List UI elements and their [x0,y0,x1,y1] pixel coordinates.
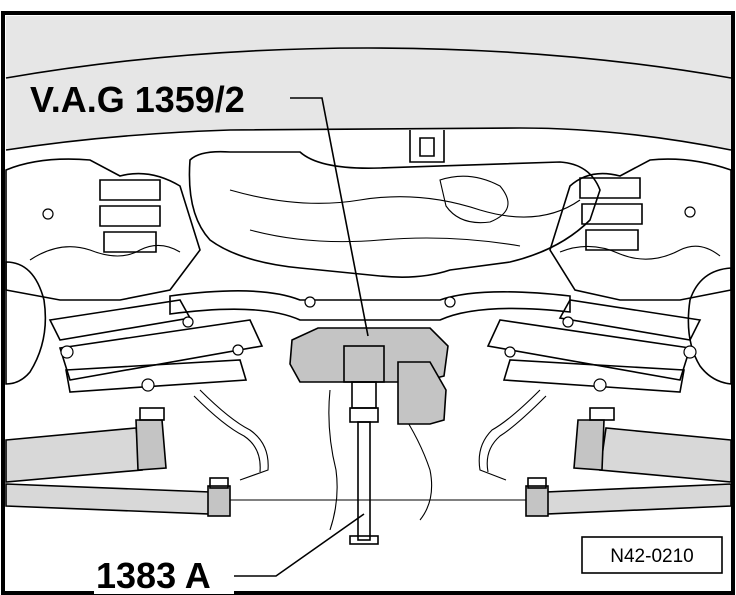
support-spindle [357,421,371,541]
lift-adapter-bracket [397,361,447,425]
right-lift-pad-2-top [527,477,547,489]
tank-outline [188,150,601,278]
callout-1383a: 1383 A [96,555,211,595]
figure-ref-number: N42-0210 [610,546,693,567]
right-hose [559,245,721,260]
left-spring [99,179,161,253]
right-upper-arm [558,299,702,341]
label-bg-1383a [94,554,234,594]
label-bg-vag [28,78,290,120]
tank-detail-2 [249,229,521,247]
right-lift-pad-top [589,407,615,421]
floor-curve-lower [5,127,732,151]
left-hub [5,261,47,385]
floor-curve-upper [5,47,732,79]
right-spring [579,177,643,251]
bolts [42,206,697,392]
callout-vag-1359-2: V.A.G 1359/2 [30,79,245,120]
left-body-structure [5,158,201,301]
figure-ref-box [581,536,723,574]
leader-vag-1359-2 [290,97,369,337]
left-lift-pad [135,419,167,471]
left-brake-line [199,389,269,481]
left-brake-line-2 [193,395,261,473]
center-bracket [409,130,445,163]
support-spindle-base [349,535,379,545]
left-lift-pad-2-top [209,477,229,489]
tank-detail-3 [439,175,509,224]
right-body-structure [549,158,732,301]
left-lift-pad-2 [207,485,231,517]
right-lift-pad [573,419,605,471]
tank-detail-1 [229,189,581,218]
right-trailing-link [502,359,685,393]
left-hose [29,244,181,261]
left-trailing-link [65,359,248,393]
center-hose-2 [399,409,433,521]
leader-1383a [232,513,365,577]
right-brake-line [478,389,541,481]
right-lift-pad-2 [525,485,549,517]
left-lift-pad-top [139,407,165,421]
subframe-crossmember [169,290,571,321]
right-brake-line-2 [486,395,547,473]
center-hose [328,389,338,531]
